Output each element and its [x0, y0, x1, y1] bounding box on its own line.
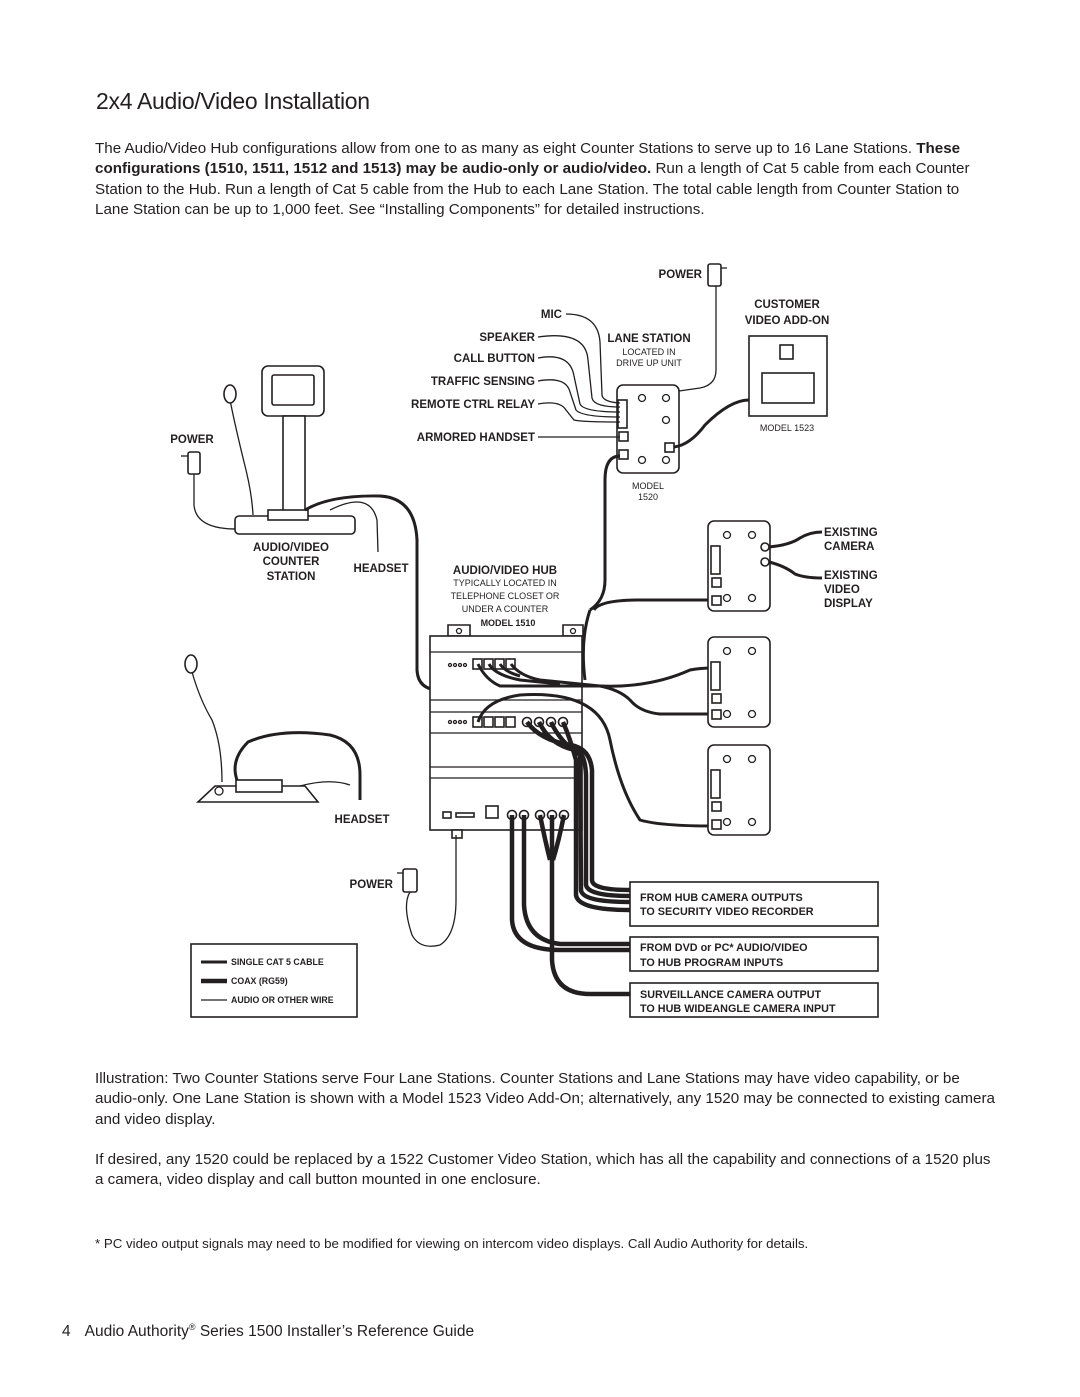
counter-station-2 [195, 779, 320, 803]
replacement-paragraph: If desired, any 1520 could be replaced b… [95, 1151, 991, 1189]
hub-sub-line-1: TYPICALLY LOCATED IN [453, 578, 557, 588]
lane-station-right-1 [707, 520, 771, 612]
lane-station-label: LANE STATION [607, 333, 690, 345]
footnote: * PC video output signals may need to be… [95, 1236, 809, 1251]
intro-paragraph: The Audio/Video Hub configurations allow… [95, 139, 995, 221]
lane-station-right-3 [707, 744, 771, 836]
existing-video-line-1: EXISTING [824, 570, 878, 582]
intro-bold-text: These configurations (1510, 1511, 1512 a… [95, 140, 961, 178]
box1-line-1: FROM HUB CAMERA OUTPUTS [640, 892, 803, 904]
model-1523-label: MODEL 1523 [760, 423, 814, 433]
hub-sub-line-2: TELEPHONE CLOSET OR [451, 591, 560, 601]
hub-sub-line-3: UNDER A COUNTER [462, 604, 549, 614]
mic-label: MIC [541, 309, 562, 321]
page-number: 4 [62, 1323, 71, 1341]
page-title: 2x4 Audio/Video Installation [96, 88, 370, 114]
box1-line-2: TO SECURITY VIDEO RECORDER [640, 906, 814, 918]
armored-handset-label: ARMORED HANDSET [417, 432, 535, 444]
wideangle-camera-box [629, 982, 879, 1018]
speaker-label: SPEAKER [479, 332, 535, 344]
legend-wire-label: AUDIO OR OTHER WIRE [231, 995, 334, 1005]
power-plug-bottom-icon [397, 868, 418, 893]
illustration-caption: Illustration: Two Counter Stations serve… [95, 1070, 995, 1128]
lane-located-line-2: DRIVE UP UNIT [616, 358, 682, 368]
counter-station-1 [234, 365, 356, 535]
intro-text-2: Run a length of Cat 5 cable from each Co… [95, 160, 970, 219]
existing-camera-line-1: EXISTING [824, 527, 878, 539]
lane-station-1520 [616, 384, 680, 474]
headset-label-2: HEADSET [335, 814, 390, 826]
video-add-on-label: VIDEO ADD-ON [745, 315, 830, 327]
intro-text-1: The Audio/Video Hub configurations allow… [95, 140, 912, 157]
model-1510-label: MODEL 1510 [481, 618, 536, 628]
call-button-label: CALL BUTTON [454, 353, 535, 365]
model-1520-line-1: MODEL [632, 481, 664, 491]
audio-video-hub-1510 [429, 624, 584, 839]
box3-line-1: SURVEILLANCE CAMERA OUTPUT [640, 989, 822, 1001]
traffic-sensing-label: TRAFFIC SENSING [431, 376, 535, 388]
lane-station-right-2 [707, 636, 771, 728]
lane-located-line-1: LOCATED IN [622, 347, 675, 357]
registered-mark: ® [188, 1322, 196, 1332]
headset-label-1: HEADSET [354, 563, 409, 575]
counter-station-line-3: STATION [267, 571, 316, 583]
program-inputs-box [629, 936, 879, 972]
footer-guide-title: Series 1500 Installer’s Reference Guide [195, 1323, 475, 1341]
counter-station-line-2: COUNTER [263, 556, 321, 568]
model-1520-line-2: 1520 [638, 492, 658, 502]
box2-line-1: FROM DVD or PC* AUDIO/VIDEO [640, 942, 808, 954]
remote-ctrl-relay-label: REMOTE CTRL RELAY [411, 399, 535, 411]
power-top-label: POWER [659, 269, 703, 281]
box3-line-2: TO HUB WIDEANGLE CAMERA INPUT [640, 1003, 836, 1015]
page-footer: 4 Audio Authority® Series 1500 Installer’… [62, 1322, 474, 1341]
power-bottom-label: POWER [350, 879, 394, 891]
existing-video-line-2: VIDEO [824, 584, 860, 596]
legend-coax-label: COAX (RG59) [231, 976, 288, 986]
existing-camera-line-2: CAMERA [824, 541, 874, 553]
counter-station-line-1: AUDIO/VIDEO [253, 542, 329, 554]
existing-video-line-3: DISPLAY [824, 598, 873, 610]
power-plug-top-icon [707, 263, 727, 287]
hub-camera-outputs-box [629, 881, 879, 927]
box2-line-2: TO HUB PROGRAM INPUTS [640, 957, 783, 969]
footer-brand: Audio Authority [84, 1323, 189, 1341]
power-left-label: POWER [170, 434, 214, 446]
hub-title-label: AUDIO/VIDEO HUB [453, 565, 557, 577]
customer-label: CUSTOMER [754, 299, 820, 311]
legend-cat5-label: SINGLE CAT 5 CABLE [231, 957, 324, 967]
power-plug-left-icon [181, 451, 201, 475]
